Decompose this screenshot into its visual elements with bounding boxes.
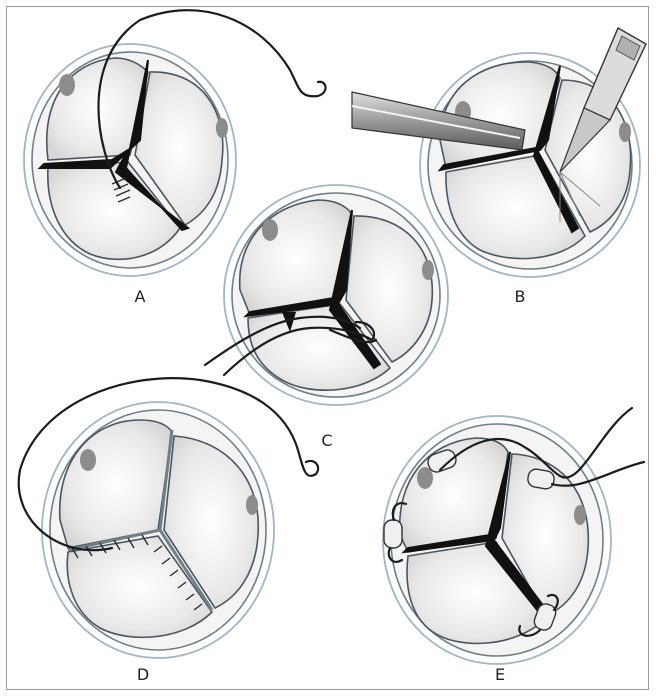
panel-d-left-ostium [80,449,96,471]
panel-label-d: D [137,667,149,683]
panel-label-a: A [135,289,146,305]
panel-a-valve [24,44,236,276]
panel-label-c: C [321,433,332,449]
panel-c-left-ostium [262,219,278,241]
panel-e-valve [383,416,611,664]
panel-c-valve [224,185,448,405]
panel-e-left-ostium [417,467,433,489]
panel-label-e: E [495,667,505,683]
panel-a-right-ostium [216,118,228,138]
panel-label-b: B [515,289,526,305]
panel-a-left-ostium [59,74,75,96]
panel-e-right-ostium [574,505,586,525]
panel-c-right-ostium [422,260,434,280]
panel-d-valve [42,402,274,658]
panel-d-right-ostium [246,495,258,515]
panel-b-right-ostium [619,122,631,142]
